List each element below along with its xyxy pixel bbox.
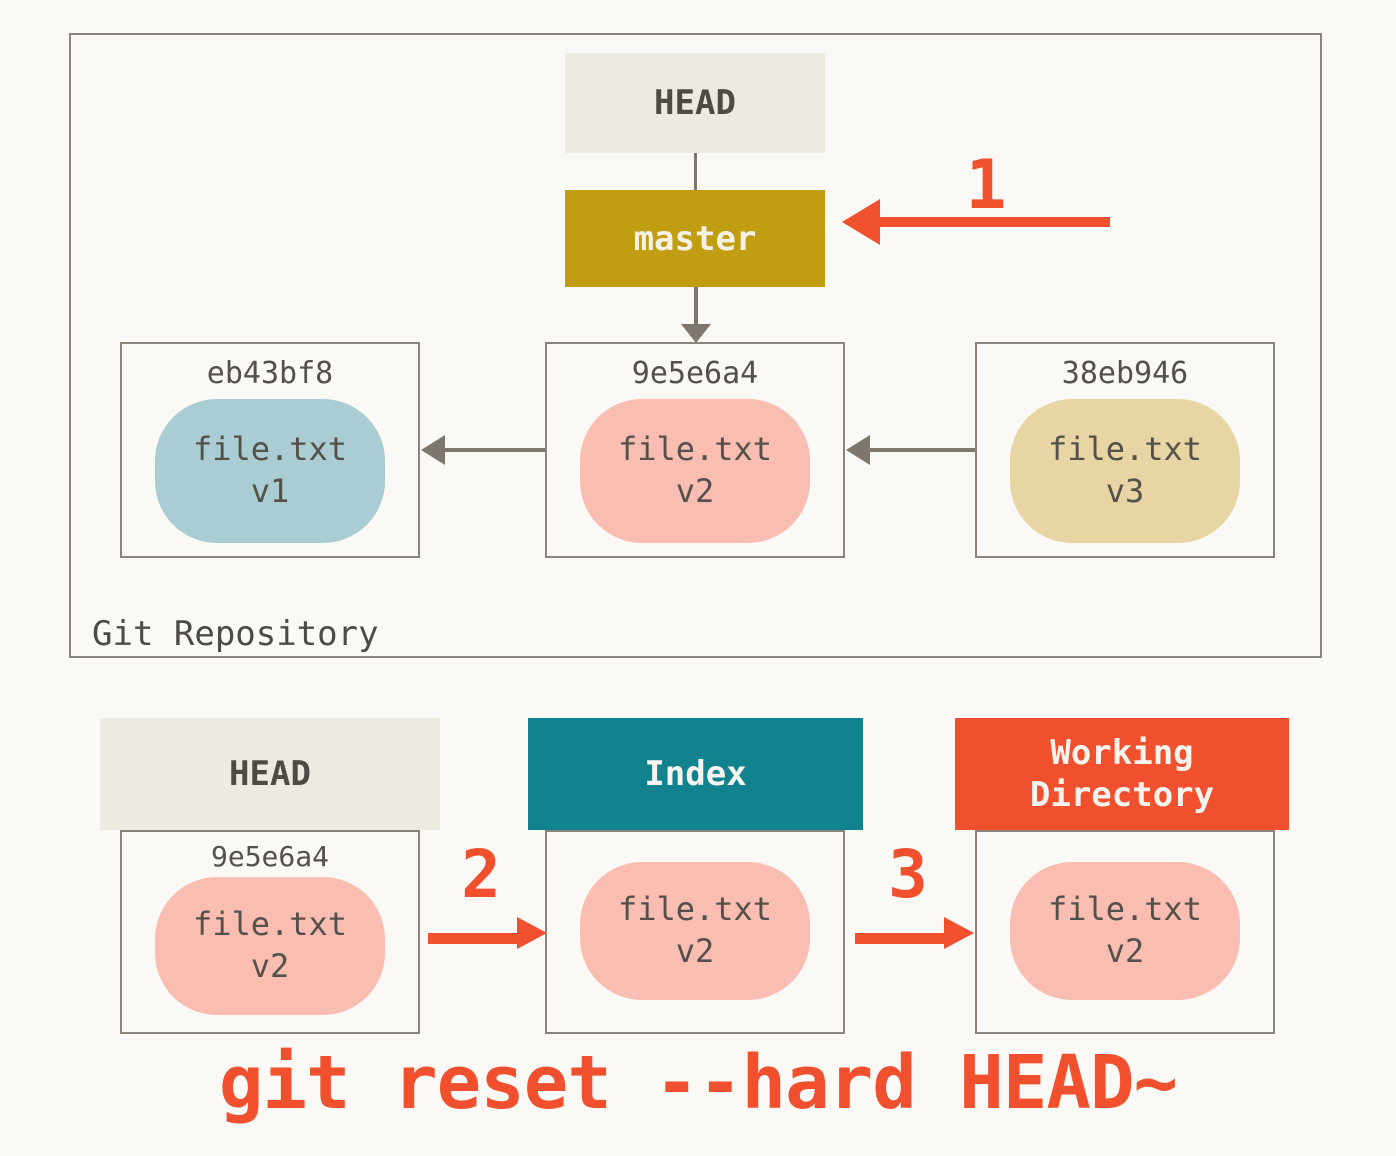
- command-caption: git reset --hard HEAD~: [218, 1040, 1178, 1126]
- head-column-title: HEAD: [229, 753, 311, 794]
- file-version: v2: [1105, 932, 1145, 970]
- file-name: file.txt: [192, 905, 348, 944]
- commit-hash: 9e5e6a4: [631, 356, 759, 391]
- head-ref-box: HEAD: [565, 53, 825, 153]
- index-column-title: Index: [644, 753, 747, 794]
- file-name: file.txt: [617, 890, 773, 929]
- master-branch-label: master: [633, 218, 757, 259]
- file-version: v2: [675, 472, 715, 510]
- arrow-left-icon: [846, 435, 870, 465]
- file-snapshot-blob: file.txt v2: [155, 877, 385, 1015]
- head-column-box: 9e5e6a4 file.txt v2: [120, 830, 420, 1034]
- file-version: v2: [675, 932, 715, 970]
- head-commit-hash: 9e5e6a4: [210, 840, 329, 873]
- file-name: file.txt: [192, 430, 348, 469]
- file-name: file.txt: [617, 430, 773, 469]
- commit-box-9e5e6a4: 9e5e6a4 file.txt v2: [545, 342, 845, 558]
- step3-number: 3: [888, 836, 928, 913]
- file-snapshot-blob: file.txt v2: [1010, 862, 1240, 1000]
- arrow-left-icon: [842, 199, 880, 245]
- commit-box-38eb946: 38eb946 file.txt v3: [975, 342, 1275, 558]
- arrow-right-icon: [944, 917, 974, 949]
- file-name: file.txt: [1047, 430, 1203, 469]
- head-to-master-connector: [694, 153, 697, 192]
- commit-parent-arrow-line: [444, 448, 545, 452]
- file-version: v2: [250, 947, 290, 985]
- arrow-right-icon: [517, 917, 547, 949]
- step1-arrow-line: [880, 217, 1110, 227]
- working-directory-column-box: file.txt v2: [975, 830, 1275, 1034]
- commit-hash: 38eb946: [1061, 356, 1189, 391]
- arrow-left-icon: [421, 435, 445, 465]
- file-version: v3: [1105, 472, 1145, 510]
- commit-parent-arrow-line: [869, 448, 975, 452]
- file-snapshot-blob: file.txt v3: [1010, 399, 1240, 543]
- file-snapshot-blob: file.txt v2: [580, 862, 810, 1000]
- index-column-box: file.txt v2: [545, 830, 845, 1034]
- working-directory-column-header: Working Directory: [955, 718, 1289, 830]
- file-version: v1: [250, 472, 290, 510]
- step1-number: 1: [965, 146, 1007, 225]
- master-to-commit-arrow-line: [694, 287, 698, 324]
- arrow-down-icon: [681, 324, 711, 343]
- file-snapshot-blob: file.txt v2: [580, 399, 810, 543]
- commit-box-eb43bf8: eb43bf8 file.txt v1: [120, 342, 420, 558]
- head-column-header: HEAD: [100, 718, 440, 830]
- commit-hash: eb43bf8: [206, 356, 334, 391]
- file-snapshot-blob: file.txt v1: [155, 399, 385, 543]
- step2-number: 2: [461, 836, 501, 913]
- working-directory-column-title: Working Directory: [1029, 732, 1215, 816]
- file-name: file.txt: [1047, 890, 1203, 929]
- step3-arrow-line: [855, 933, 945, 944]
- git-repository-box: [69, 33, 1322, 658]
- index-column-header: Index: [528, 718, 863, 830]
- step2-arrow-line: [428, 933, 518, 944]
- head-ref-label: HEAD: [654, 83, 736, 123]
- master-branch-box: master: [565, 190, 825, 287]
- git-repository-label: Git Repository: [92, 614, 379, 654]
